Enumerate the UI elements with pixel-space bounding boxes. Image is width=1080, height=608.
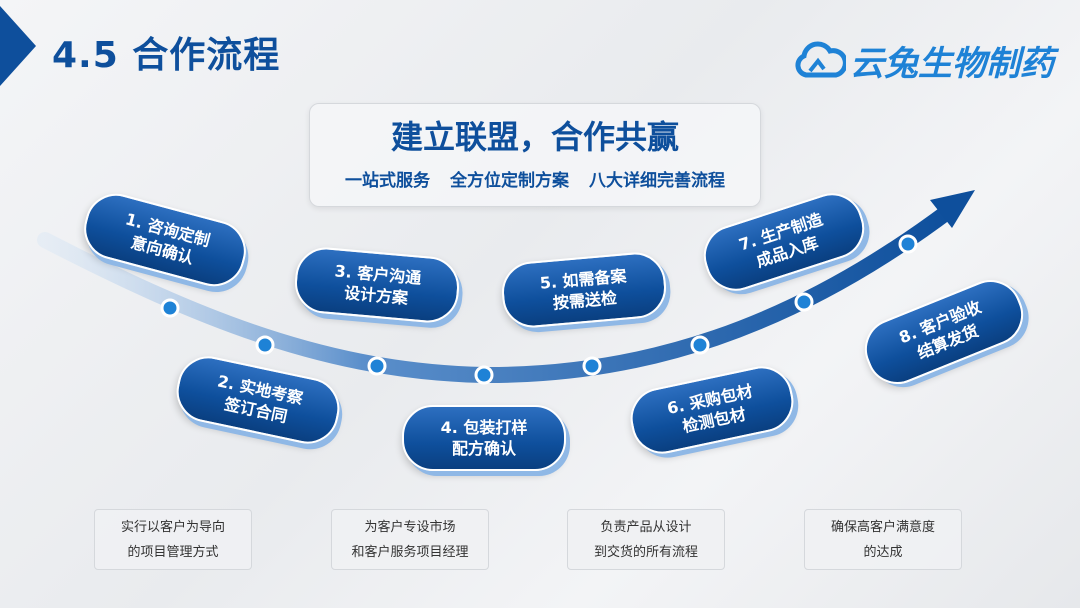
step-subtitle: 配方确认 (451, 439, 516, 458)
step-subtitle: 设计方案 (343, 283, 409, 308)
step-dot (255, 335, 275, 355)
corner-marker (0, 6, 36, 86)
slogan-tags: 一站式服务全方位定制方案八大详细完善流程 (310, 166, 760, 191)
step-title: 4. 包装打样 (440, 418, 528, 437)
note-line: 的项目管理方式 (127, 544, 219, 560)
note-card: 实行以客户为导向的项目管理方式 (94, 509, 252, 570)
step-dot (582, 356, 602, 376)
step-dot (898, 234, 918, 254)
tag: 八大详细完善流程 (589, 171, 725, 191)
note-card: 确保高客户满意度的达成 (804, 509, 962, 570)
arrow-head-icon (930, 190, 975, 228)
step-subtitle: 按需送检 (552, 288, 618, 313)
note-line: 到交货的所有流程 (593, 544, 698, 560)
logo: 云兔生物制药 (794, 36, 1054, 85)
tag: 全方位定制方案 (450, 171, 569, 191)
cloud-logo-icon (795, 40, 846, 77)
logo-text: 云兔生物制药 (850, 44, 1054, 84)
step-4: 4. 包装打样配方确认 (402, 405, 566, 471)
note-line: 实行以客户为导向 (120, 519, 225, 535)
slogan-headline: 建立联盟，合作共赢 (390, 118, 679, 156)
step-dot (690, 335, 710, 355)
note-line: 的达成 (863, 544, 903, 560)
note-line: 负责产品从设计 (600, 519, 692, 535)
tag: 一站式服务 (345, 171, 430, 191)
step-dot (160, 298, 180, 318)
note-line: 和客户服务项目经理 (351, 544, 469, 560)
step-dot (474, 365, 494, 385)
note-line: 为客户专设市场 (364, 519, 456, 535)
page-title: 4.5 合作流程 (52, 35, 281, 76)
note-card: 为客户专设市场和客户服务项目经理 (331, 509, 489, 570)
slogan-box: 建立联盟，合作共赢 一站式服务全方位定制方案八大详细完善流程 (309, 103, 761, 207)
step-dot (794, 292, 814, 312)
note-line: 确保高客户满意度 (830, 519, 935, 535)
note-card: 负责产品从设计到交货的所有流程 (567, 509, 725, 570)
step-dot (367, 356, 387, 376)
